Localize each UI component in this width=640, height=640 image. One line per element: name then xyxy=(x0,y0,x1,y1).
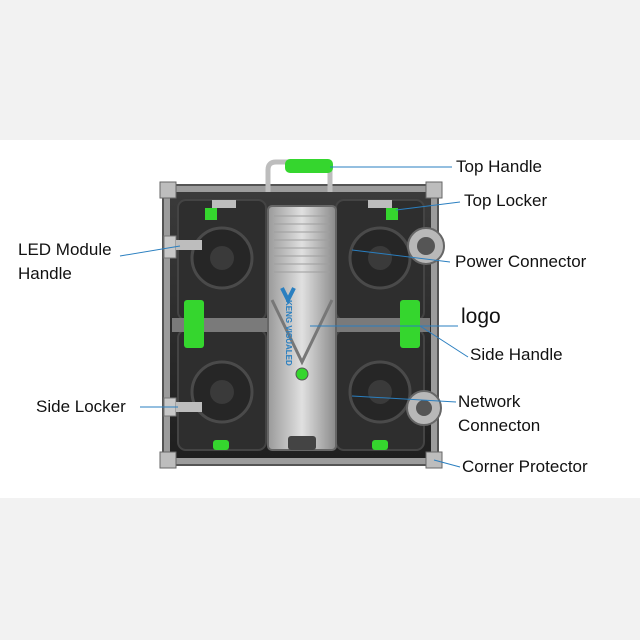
label-logo: logo xyxy=(461,305,501,329)
label-led-module-handle-line2: Handle xyxy=(18,262,72,286)
top-locker-left-tab xyxy=(205,208,217,220)
diagram-panel: KENG VISUALED Top Handle Top Locker LED … xyxy=(0,140,640,498)
label-network-connection-line1: Network xyxy=(458,390,520,414)
control-box xyxy=(268,206,336,450)
label-network-connection-line2: Connecton xyxy=(458,414,540,438)
side-handle xyxy=(400,300,420,348)
logo-text: KENG VISUALED xyxy=(284,300,293,366)
left-side-handle xyxy=(184,300,204,348)
label-side-handle: Side Handle xyxy=(470,343,563,367)
label-top-locker: Top Locker xyxy=(464,189,547,213)
label-led-module-handle-line1: LED Module xyxy=(18,238,112,262)
label-side-locker: Side Locker xyxy=(36,395,126,419)
bottom-clip-right xyxy=(372,440,388,450)
label-power-connector: Power Connector xyxy=(455,250,586,274)
network-connector xyxy=(407,391,441,425)
bottom-clip-left xyxy=(213,440,229,450)
label-top-handle: Top Handle xyxy=(456,155,542,179)
label-corner-protector: Corner Protector xyxy=(462,455,588,479)
